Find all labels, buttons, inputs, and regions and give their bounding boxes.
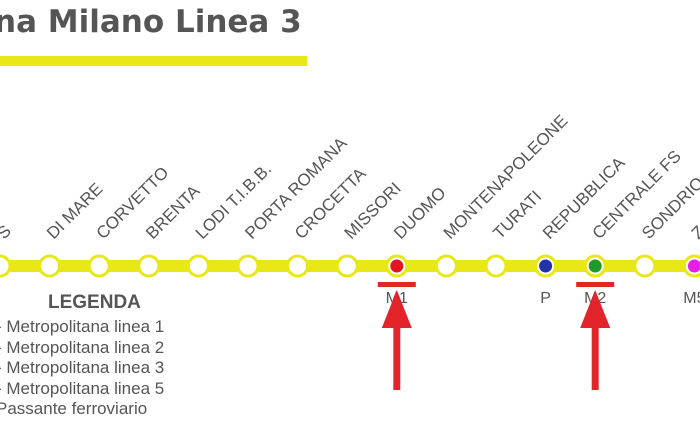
- interchange-tags: M1PM2M5: [386, 290, 700, 307]
- station-dot: [186, 254, 210, 278]
- title-underline: [0, 56, 307, 66]
- arrow-head: [381, 290, 412, 328]
- station-dot: [236, 254, 260, 278]
- arrow-cap: [377, 282, 416, 287]
- station-dot: [38, 254, 62, 278]
- interchange-marker: [390, 259, 404, 273]
- legend-title: LEGENDA: [48, 292, 141, 313]
- station-label: CENTRALE FS: [589, 147, 685, 243]
- arrow-shaft: [393, 324, 401, 390]
- station-dot: [484, 254, 508, 278]
- legend-list: - Metropolitana linea 1 - Metropolitana …: [0, 317, 164, 420]
- station-dot: [87, 254, 111, 278]
- legend-item-m5: - Metropolitana linea 5: [0, 378, 165, 398]
- legend-item-passante: Passante ferroviario: [0, 399, 148, 418]
- station-dot: [286, 254, 310, 278]
- map-title: na Milano Linea 3: [0, 4, 302, 40]
- station-dot: [0, 254, 12, 278]
- arrow-shaft: [591, 324, 599, 390]
- station-label: S: [0, 221, 15, 242]
- station-dot: [137, 254, 161, 278]
- station-dots: [0, 254, 700, 278]
- interchange-tag: P: [540, 290, 551, 307]
- legend-item-m1: - Metropolitana linea 1: [0, 317, 165, 336]
- arrow-head: [580, 290, 611, 328]
- arrow-cap: [576, 282, 615, 287]
- interchange-marker: [588, 259, 602, 273]
- interchange-marker: [687, 259, 700, 273]
- interchange-tag: M5: [683, 290, 700, 307]
- station-dot: [434, 254, 458, 278]
- station-label: REPUBBLICA: [539, 153, 629, 243]
- interchange-marker: [539, 259, 553, 273]
- red-arrows: [377, 282, 615, 390]
- station-dot: [335, 254, 359, 278]
- legend-item-m3: - Metropolitana linea 3: [0, 358, 165, 377]
- station-dot: [633, 254, 657, 278]
- legend-item-m2: - Metropolitana linea 2: [0, 337, 165, 357]
